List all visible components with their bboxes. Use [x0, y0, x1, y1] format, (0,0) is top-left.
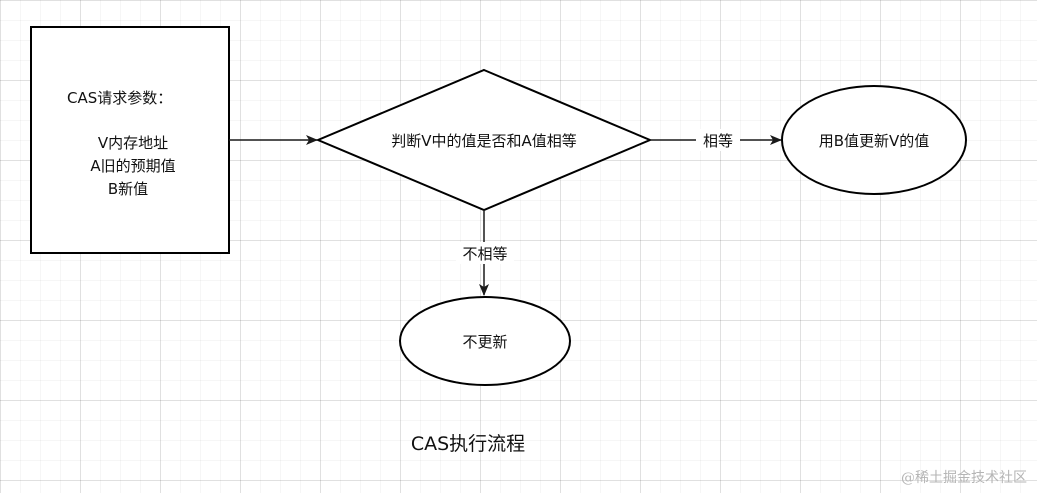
no-update-ellipse — [399, 296, 571, 386]
no-update-text: 不更新 — [462, 333, 507, 351]
request-params-box — [30, 26, 230, 254]
edge-label-not-equal: 不相等 — [462, 245, 507, 263]
update-node[interactable]: 用B值更新V的值 — [781, 85, 967, 195]
equal-label-bg — [696, 129, 740, 151]
request-params-node[interactable]: CAS请求参数： V内存地址 A旧的预期值 B新值 — [30, 26, 230, 254]
update-text: 用B值更新V的值 — [819, 132, 930, 150]
not-equal-label-bg — [456, 242, 514, 264]
watermark: @稀土掘金技术社区 — [901, 470, 1027, 486]
request-param-a: A旧的预期值 — [90, 157, 175, 175]
request-param-b: B新值 — [108, 180, 148, 198]
edge-label-equal: 相等 — [703, 132, 733, 150]
decision-node[interactable]: 判断V中的值是否和A值相等 — [315, 68, 653, 212]
request-param-v: V内存地址 — [98, 134, 168, 152]
request-params-title: CAS请求参数： — [67, 89, 172, 107]
decision-text: 判断V中的值是否和A值相等 — [391, 132, 577, 150]
no-update-node[interactable]: 不更新 — [399, 296, 571, 386]
update-ellipse — [781, 85, 967, 195]
diagram-caption: CAS执行流程 — [411, 433, 525, 455]
